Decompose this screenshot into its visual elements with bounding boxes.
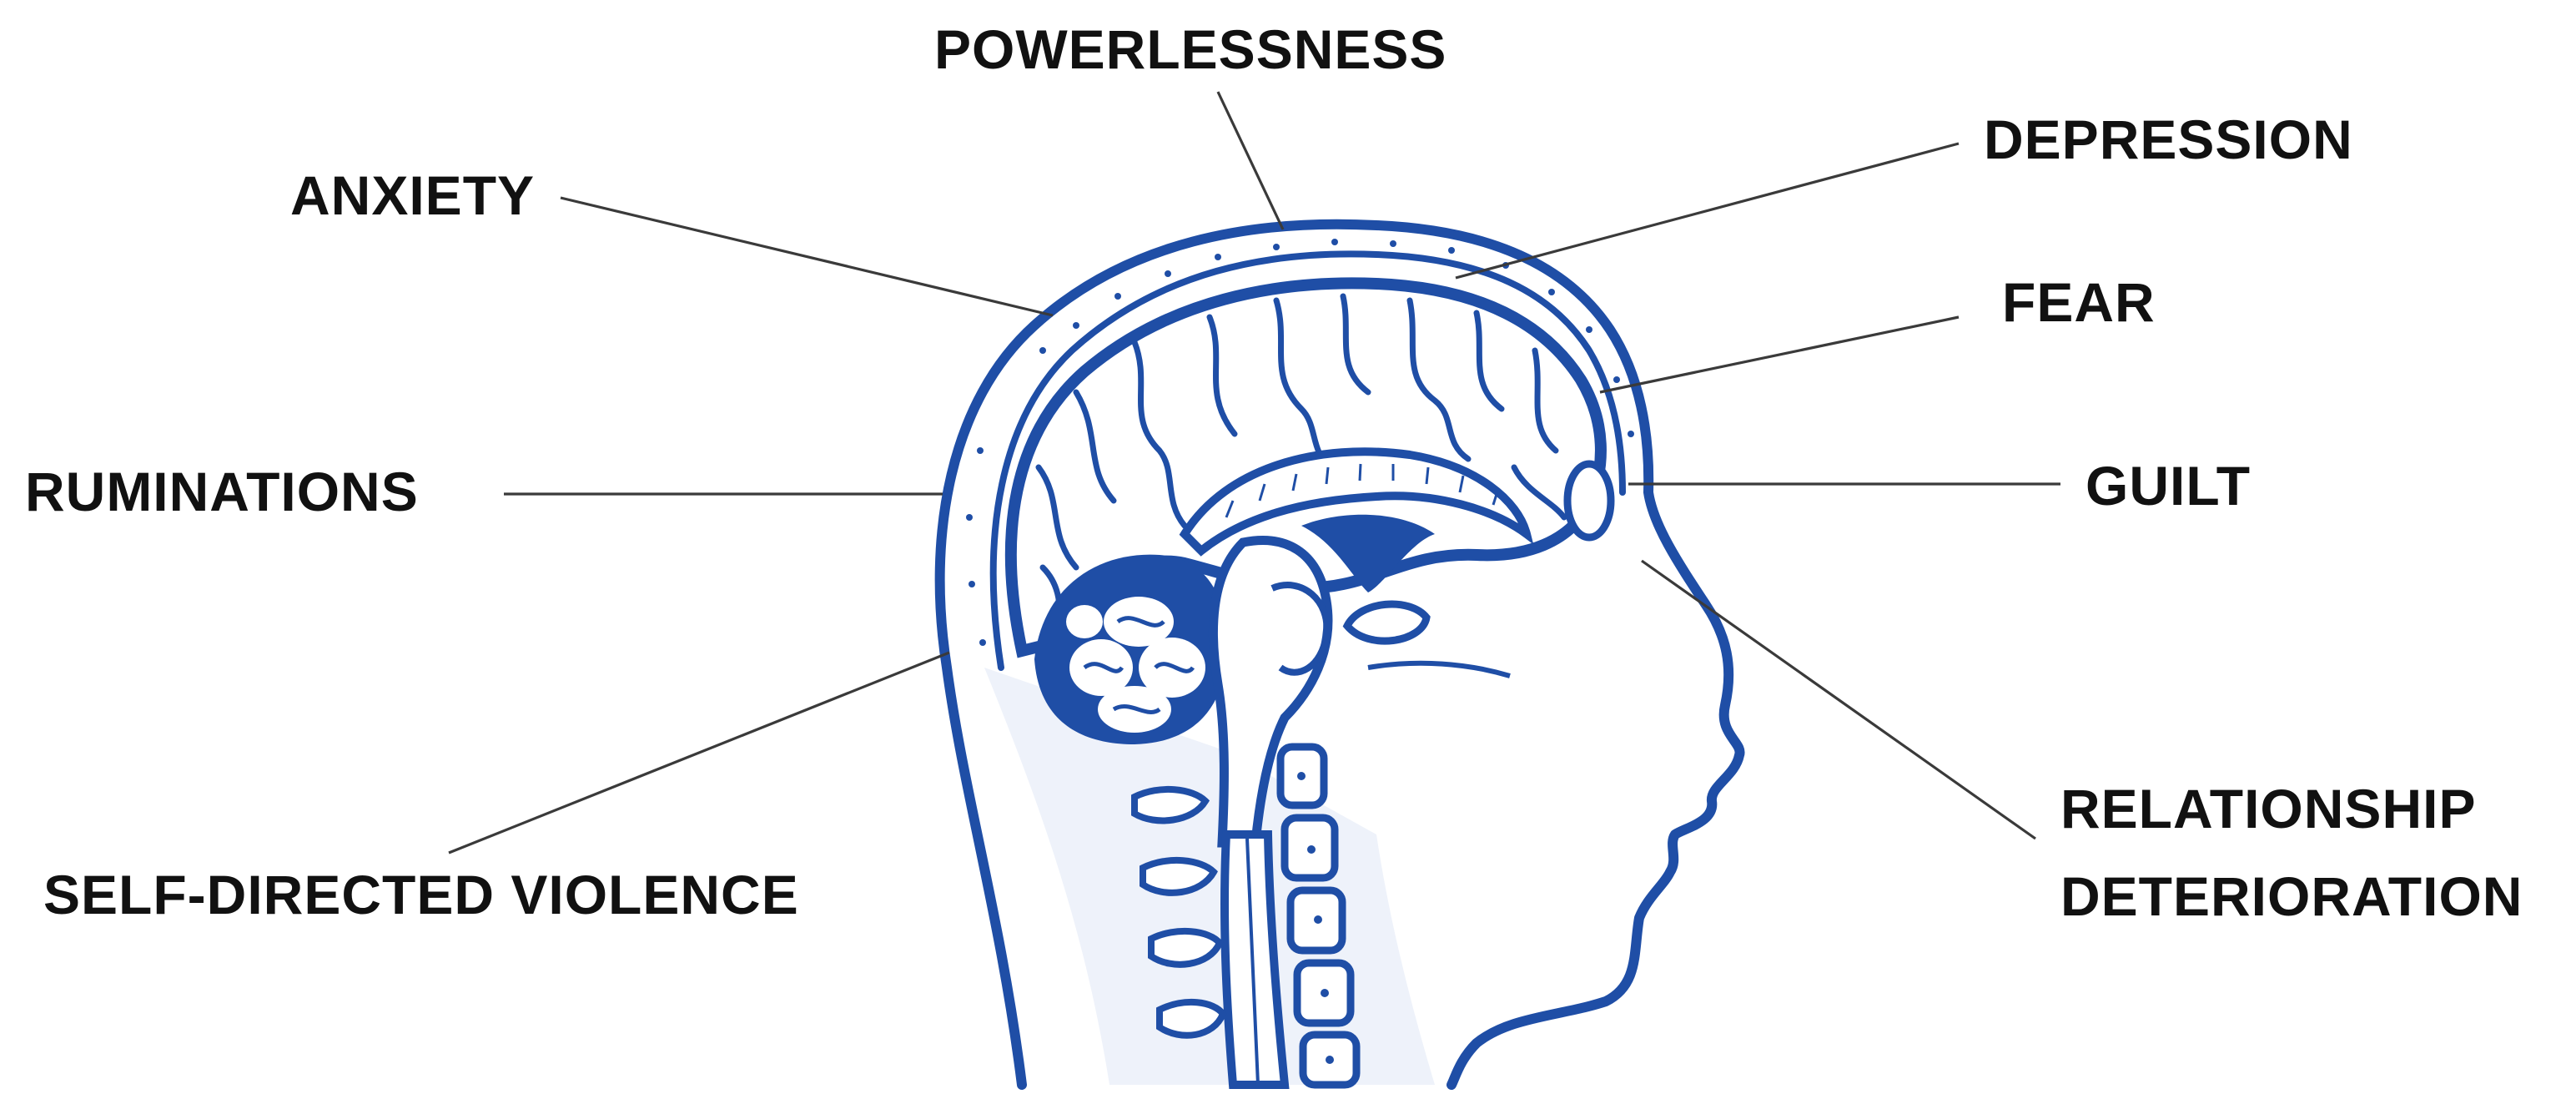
pons <box>1270 582 1331 676</box>
palate <box>1367 660 1511 678</box>
sphenoid-sinus <box>1342 600 1431 645</box>
label-depression: DEPRESSION <box>1984 108 2353 170</box>
leader-relationship-deterioration <box>1641 559 2036 840</box>
head-outline <box>934 219 1745 1090</box>
leader-fear <box>1599 315 1960 394</box>
vertebrae-back <box>1131 785 1227 1039</box>
cerebellum-lines <box>1083 616 1195 714</box>
head-illustration <box>934 219 1745 1090</box>
label-fear: FEAR <box>2002 271 2156 333</box>
label-relationship-line2: DETERIORATION <box>2060 865 2523 927</box>
label-relationship-line1: RELATIONSHIP <box>2060 778 2476 839</box>
vertebrae-front-texture <box>1297 772 1334 1064</box>
label-ruminations: RUMINATIONS <box>25 461 419 522</box>
vertebrae-front <box>1276 743 1361 1089</box>
skull-bone-texture <box>966 239 1634 646</box>
spinal-canal-line <box>1245 838 1260 1086</box>
label-anxiety: ANXIETY <box>290 164 535 226</box>
corpus-callosum-striations <box>1225 463 1500 518</box>
frontal-sinus <box>1563 460 1615 542</box>
spinal-cord <box>1220 830 1290 1089</box>
ventricle <box>1301 514 1435 592</box>
label-powerlessness: POWERLESSNESS <box>934 18 1446 80</box>
leader-depression <box>1455 142 1960 280</box>
labels: POWERLESSNESS ANXIETY DEPRESSION FEAR RU… <box>25 18 2523 927</box>
leader-powerlessness <box>1216 91 1285 230</box>
leader-lines <box>448 91 2060 854</box>
brain-gyri <box>1035 293 1567 638</box>
leader-self-directed-violence <box>448 651 950 854</box>
skull-inner <box>989 250 1626 671</box>
label-guilt: GUILT <box>2085 455 2251 517</box>
brainstem <box>1208 536 1333 848</box>
label-self-directed-violence: SELF-DIRECTED VIOLENCE <box>43 864 799 925</box>
corpus-callosum <box>1179 447 1534 557</box>
leader-anxiety <box>560 196 1054 317</box>
